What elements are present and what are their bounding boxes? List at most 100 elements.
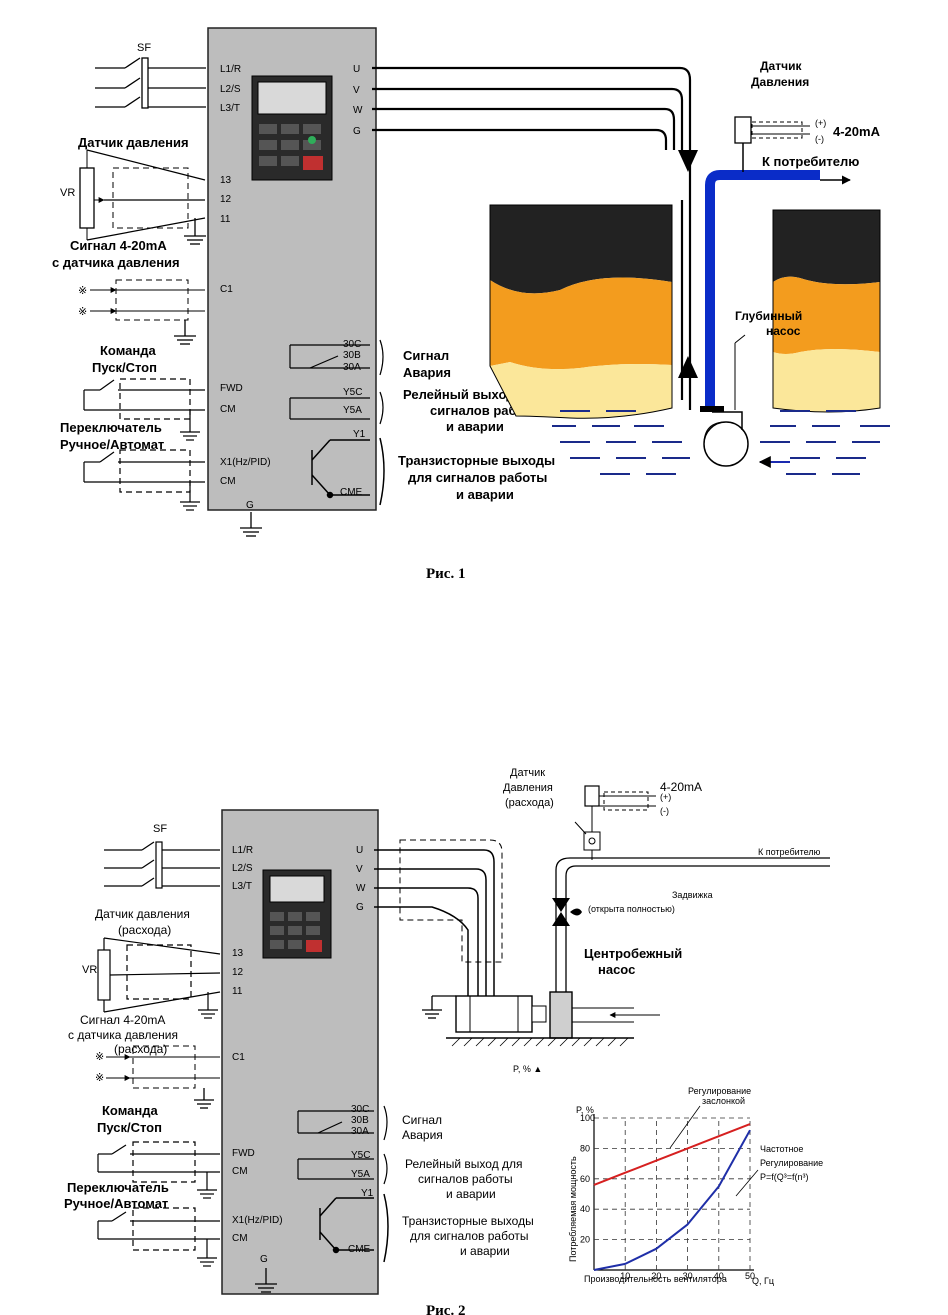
terminal-y5c: Y5C <box>343 387 362 398</box>
switch-label-2: Ручное/Автомат <box>60 437 164 452</box>
pump-label-2: насос <box>766 324 801 338</box>
terminal-fwd: FWD <box>220 383 243 394</box>
relay-30-contact-2 <box>297 1105 388 1141</box>
left-terminals: L1/R L2/S L3/T 13 12 11 C1 FWD CM X1(Hz/… <box>220 64 271 487</box>
figure-1-caption: Рис. 1 <box>426 566 465 582</box>
plus-label: (+) <box>815 118 826 128</box>
transistor-label-2: для сигналов работы <box>408 470 547 485</box>
cable-arrow-down <box>678 150 698 172</box>
terminal-cm-3: CM <box>232 1166 248 1177</box>
ground-symbol-2 <box>255 1268 277 1293</box>
chart-y-tick-3: 80 <box>580 1143 590 1153</box>
terminal-12-2: 12 <box>232 967 244 978</box>
terminal-y5a: Y5A <box>343 405 362 416</box>
terminal-13: 13 <box>220 175 232 186</box>
chart-series-1 <box>593 1129 751 1271</box>
terminal-30c-2: 30C <box>351 1104 369 1115</box>
minus-label-2: (-) <box>660 806 669 816</box>
terminal-y5c-2: Y5C <box>351 1150 370 1161</box>
relay-y5-contact <box>289 391 384 425</box>
signal-label-2c: (расхода) <box>114 1042 167 1056</box>
transistor-label-2a: Транзисторные выходы <box>402 1214 534 1228</box>
c1-signal-2: ※ ※ <box>95 1045 220 1109</box>
terminal-l1-2: L1/R <box>232 845 253 856</box>
terminal-30b-2: 30B <box>351 1115 369 1126</box>
blue-pipe <box>705 170 851 410</box>
chart-y-tick-4: 100 <box>580 1113 595 1123</box>
svg-text:※: ※ <box>95 1051 104 1063</box>
alarm-label-1: Сигнал <box>403 348 449 363</box>
motor-pump-assembly <box>422 857 830 1047</box>
ground-label-2: G <box>260 1254 268 1265</box>
top-sensor-label-2c: (расхода) <box>505 797 554 809</box>
svg-text:※: ※ <box>78 285 87 297</box>
plus-label-2: (+) <box>660 792 671 802</box>
switch-label-2b: Ручное/Автомат <box>64 1196 168 1211</box>
relay-30-contact <box>289 339 384 376</box>
command-contact <box>83 378 205 441</box>
terminal-c1: C1 <box>220 284 233 295</box>
top-sensor-label-2: Давления <box>751 75 809 89</box>
current-label: 4-20mA <box>833 124 881 139</box>
sensor-label-2a: Датчик давления <box>95 907 190 921</box>
terminal-30b: 30B <box>343 350 361 361</box>
legend-damper-2: заслонкой <box>702 1096 745 1106</box>
figure-2-caption: Рис. 2 <box>426 1303 465 1315</box>
top-sensor-label-1: Датчик <box>760 59 802 73</box>
command-label-2: Пуск/Стоп <box>92 360 157 375</box>
terminal-cme: CME <box>340 487 363 498</box>
terminal-y1-2: Y1 <box>361 1188 374 1199</box>
terminal-fwd-2: FWD <box>232 1148 255 1159</box>
inverter-keypad-2 <box>262 869 332 959</box>
transistor-label-2b: для сигналов работы <box>410 1229 529 1243</box>
command-label-2b: Пуск/Стоп <box>97 1120 162 1135</box>
chart-x-tick-0: 10 <box>620 1271 630 1281</box>
minus-label: (-) <box>815 134 824 144</box>
command-label-1: Команда <box>100 343 156 358</box>
terminal-u-2: U <box>356 845 363 856</box>
terminal-cm-4: CM <box>232 1233 248 1244</box>
signal-label-2: с датчика давления <box>52 255 180 270</box>
pump-label-2a: Центробежный <box>584 946 682 961</box>
ground-symbol <box>240 512 262 537</box>
terminal-30a-2: 30A <box>351 1126 369 1137</box>
top-pressure-sensor-2 <box>574 785 656 860</box>
switch-contact-2 <box>97 1207 220 1267</box>
chart-y-tick-1: 40 <box>580 1204 590 1214</box>
alarm-label-2: Авария <box>403 365 451 380</box>
chart-x-label: Производительность вентилятора <box>584 1274 727 1284</box>
chart-x-tick-1: 20 <box>651 1271 661 1281</box>
sf-breaker <box>95 57 206 109</box>
chart-series-0 <box>593 1123 751 1186</box>
pump-label-1: Глубинный <box>735 309 802 323</box>
vr-potentiometer <box>79 149 206 241</box>
chart-leader-freq <box>735 1169 759 1197</box>
sf-label: SF <box>137 42 151 54</box>
soil-layers-left <box>489 204 673 419</box>
deep-pump <box>700 334 790 468</box>
terminal-13-2: 13 <box>232 948 244 959</box>
chart-y-unit: P, % <box>576 1105 594 1115</box>
transistor-label-2c: и аварии <box>460 1244 510 1258</box>
terminal-c1-2: C1 <box>232 1052 245 1063</box>
p-axis-note: P, % ▲ <box>513 1064 542 1074</box>
terminal-cm-2: CM <box>220 476 236 487</box>
chart-x-unit: Q, Гц <box>752 1276 774 1286</box>
chart-leader-damper <box>669 1105 701 1149</box>
terminal-x1-2: X1(Hz/PID) <box>232 1215 283 1226</box>
relay-label-2b: сигналов работы <box>418 1172 513 1186</box>
transistor-output <box>311 437 385 506</box>
valve-label-2: (открыта полностью) <box>588 904 675 914</box>
inverter-keypad <box>251 75 333 181</box>
power-chart: P, % Регулирование заслонкой Частотное Р… <box>568 1086 823 1286</box>
sf-breaker-2 <box>104 841 220 889</box>
terminal-12: 12 <box>220 194 232 205</box>
vr-potentiometer-2 <box>97 937 221 1019</box>
svg-text:※: ※ <box>78 306 87 318</box>
command-contact-2 <box>97 1141 220 1199</box>
terminal-w-2: W <box>356 883 366 894</box>
c1-signal: ※ ※ <box>78 279 205 345</box>
relay-label-2c: и аварии <box>446 1187 496 1201</box>
figure-1: SF L1/R L2/S L3/T 13 12 11 C1 FWD CM X1(… <box>52 27 890 582</box>
